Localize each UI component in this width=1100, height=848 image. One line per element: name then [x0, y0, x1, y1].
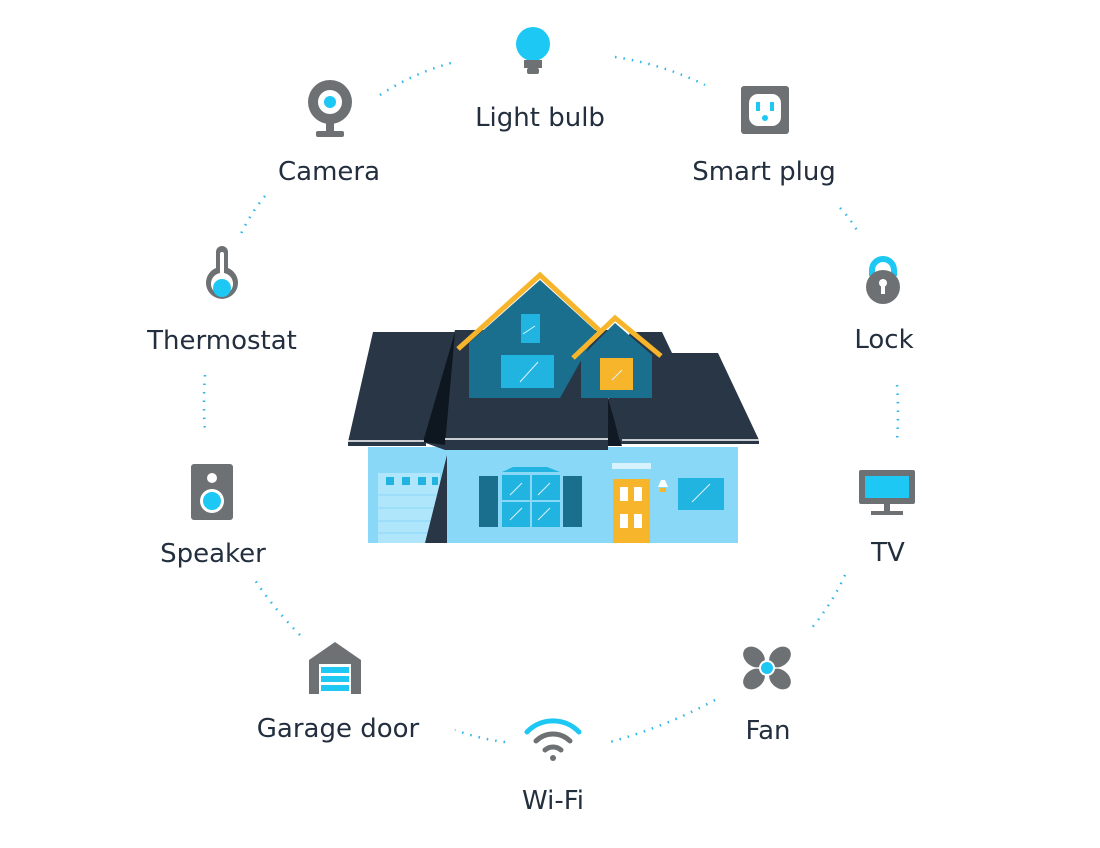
- camera-icon: [308, 80, 352, 137]
- device-label-thermostat: Thermostat: [147, 326, 297, 356]
- device-label-fan: Fan: [745, 716, 791, 746]
- dotted-connector: [839, 207, 860, 233]
- device-label-camera: Camera: [277, 157, 381, 187]
- dotted-connector: [809, 574, 847, 631]
- device-label-speaker: Speaker: [160, 539, 266, 569]
- dotted-connector: [253, 579, 301, 636]
- smart-plug-icon: [741, 86, 789, 134]
- wifi-icon: [524, 718, 582, 761]
- speaker-icon: [191, 464, 233, 520]
- tv-icon: [859, 470, 915, 515]
- device-label-smart-plug: Smart plug: [692, 157, 836, 187]
- thermostat-icon: [206, 246, 238, 299]
- dotted-connector: [614, 55, 706, 87]
- lock-icon: [866, 256, 900, 304]
- dotted-connector-ring: [202, 55, 900, 744]
- device-label-wifi: Wi-Fi: [521, 786, 585, 816]
- dotted-connector: [202, 374, 207, 433]
- device-label-lock: Lock: [854, 325, 914, 355]
- device-label-garage-door: Garage door: [256, 714, 420, 744]
- dotted-connector: [609, 698, 716, 744]
- dotted-connector: [895, 384, 900, 441]
- dotted-connector: [379, 60, 456, 97]
- fan-icon: [743, 646, 791, 690]
- device-label-light-bulb: Light bulb: [475, 103, 605, 133]
- light-bulb-icon: [516, 27, 550, 74]
- house-illustration: [348, 271, 759, 543]
- dotted-connector: [238, 195, 266, 237]
- dotted-connector: [454, 728, 506, 744]
- garage-door-icon: [309, 642, 361, 694]
- device-label-tv: TV: [871, 538, 905, 568]
